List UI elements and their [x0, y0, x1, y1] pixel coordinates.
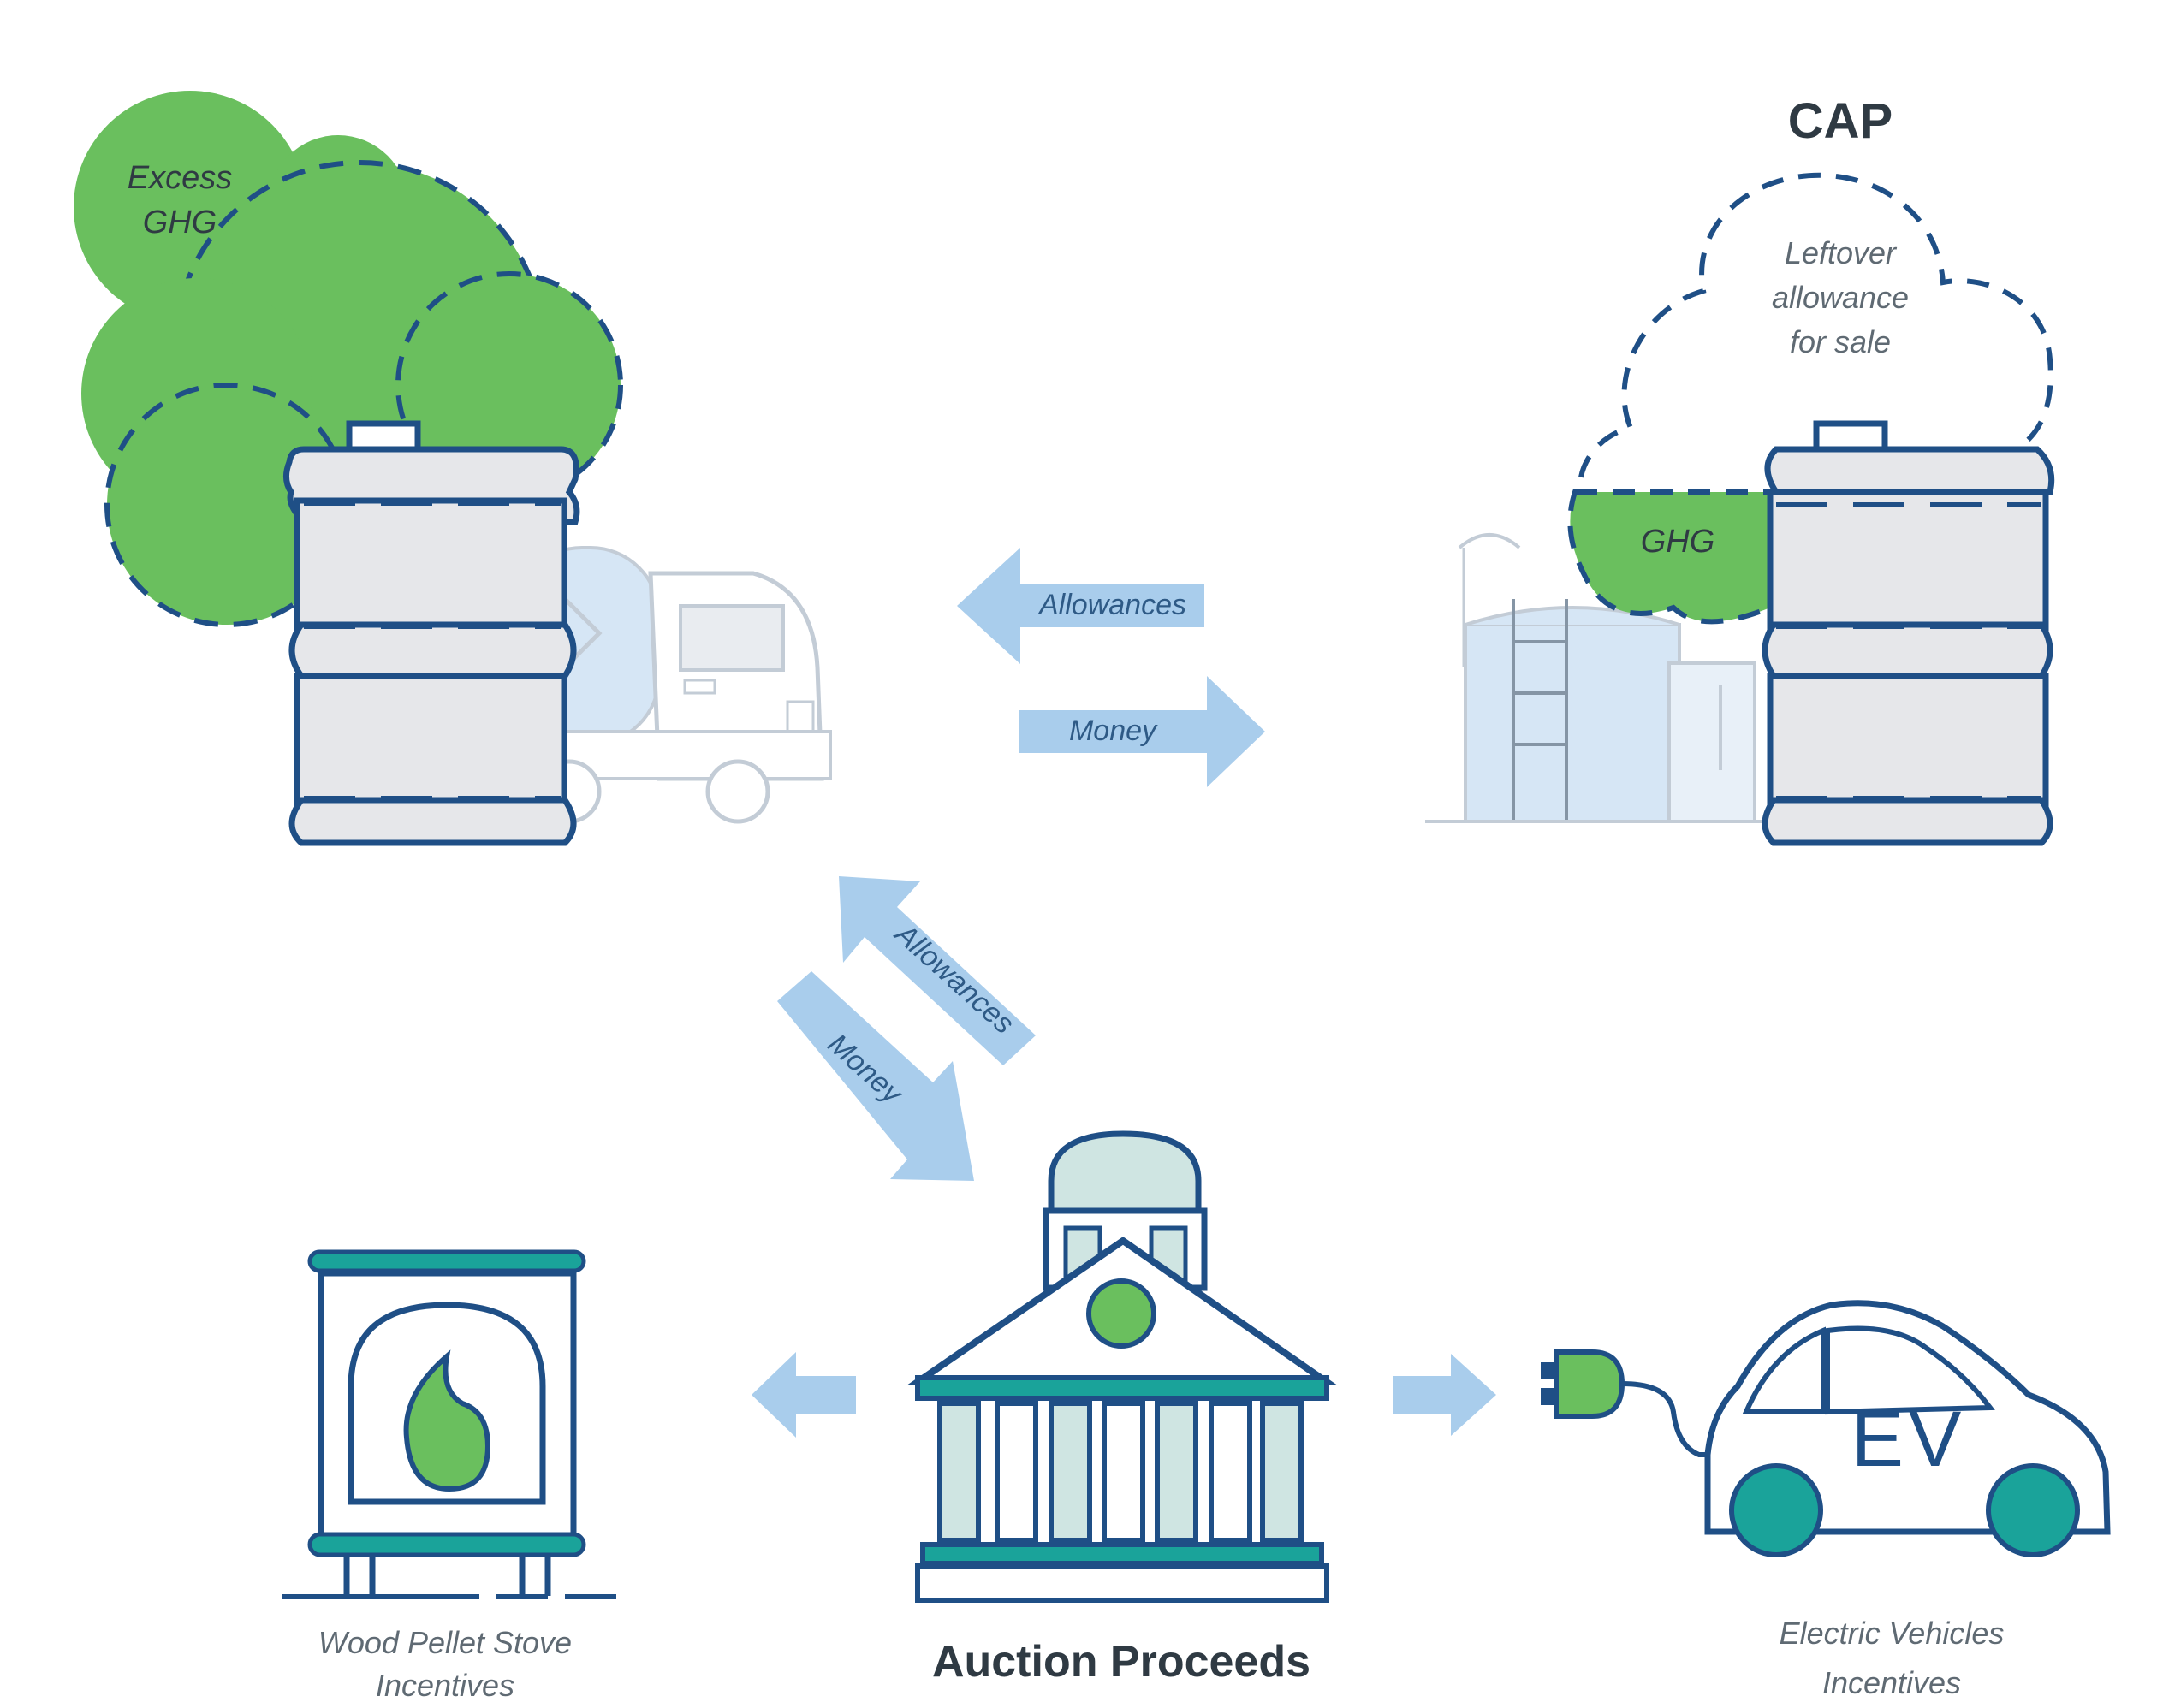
- leftover-line3: for sale: [1789, 324, 1892, 359]
- arrow-money-diagonal: [777, 971, 974, 1181]
- ev-line2: Incentives: [1821, 1665, 1962, 1700]
- auction-proceeds-title: Auction Proceeds: [931, 1637, 1311, 1687]
- arrow-to-ev: [1393, 1354, 1496, 1436]
- arrow-allowances-left: [957, 548, 1204, 664]
- excess-ghg-line2: GHG: [142, 205, 217, 240]
- leftover-allowance-label: Leftover allowance for sale: [1738, 231, 1943, 365]
- ghg-blob: [1567, 489, 1783, 625]
- arrow-to-wood-stove: [752, 1352, 856, 1438]
- refinery: [1425, 533, 1780, 823]
- arrow-label-money-top: Money: [1068, 715, 1157, 747]
- wood-line1: Wood Pellet Stove: [318, 1625, 573, 1660]
- arrow-money-right: [1019, 676, 1265, 787]
- electric-vehicle: [1541, 1300, 2111, 1557]
- electric-vehicles-label: Electric Vehicles Incentives: [1712, 1609, 2071, 1708]
- ghg-label: GHG: [1640, 524, 1715, 560]
- wood-pellet-stove: [282, 1249, 616, 1599]
- excess-ghg-line1: Excess: [127, 160, 233, 196]
- wood-line2: Incentives: [375, 1668, 515, 1703]
- wood-pellet-stove-label: Wood Pellet Stove Incentives: [257, 1622, 633, 1707]
- cap-title: CAP: [1787, 93, 1893, 149]
- cap-cloud-outline: [1577, 172, 2053, 515]
- ev-badge-text: EV: [1851, 1396, 1967, 1483]
- auction-building: [906, 1130, 1338, 1603]
- arrow-label-allowances-top: Allowances: [1039, 589, 1186, 621]
- right-barrel: [1762, 420, 2055, 846]
- left-barrel: [283, 420, 580, 846]
- ev-line1: Electric Vehicles: [1779, 1616, 2005, 1651]
- leftover-line2: allowance: [1771, 280, 1910, 315]
- leftover-line1: Leftover: [1784, 235, 1897, 270]
- excess-ghg-label: Excess GHG: [103, 156, 257, 245]
- arrow-allowances-diagonal: [839, 876, 1036, 1065]
